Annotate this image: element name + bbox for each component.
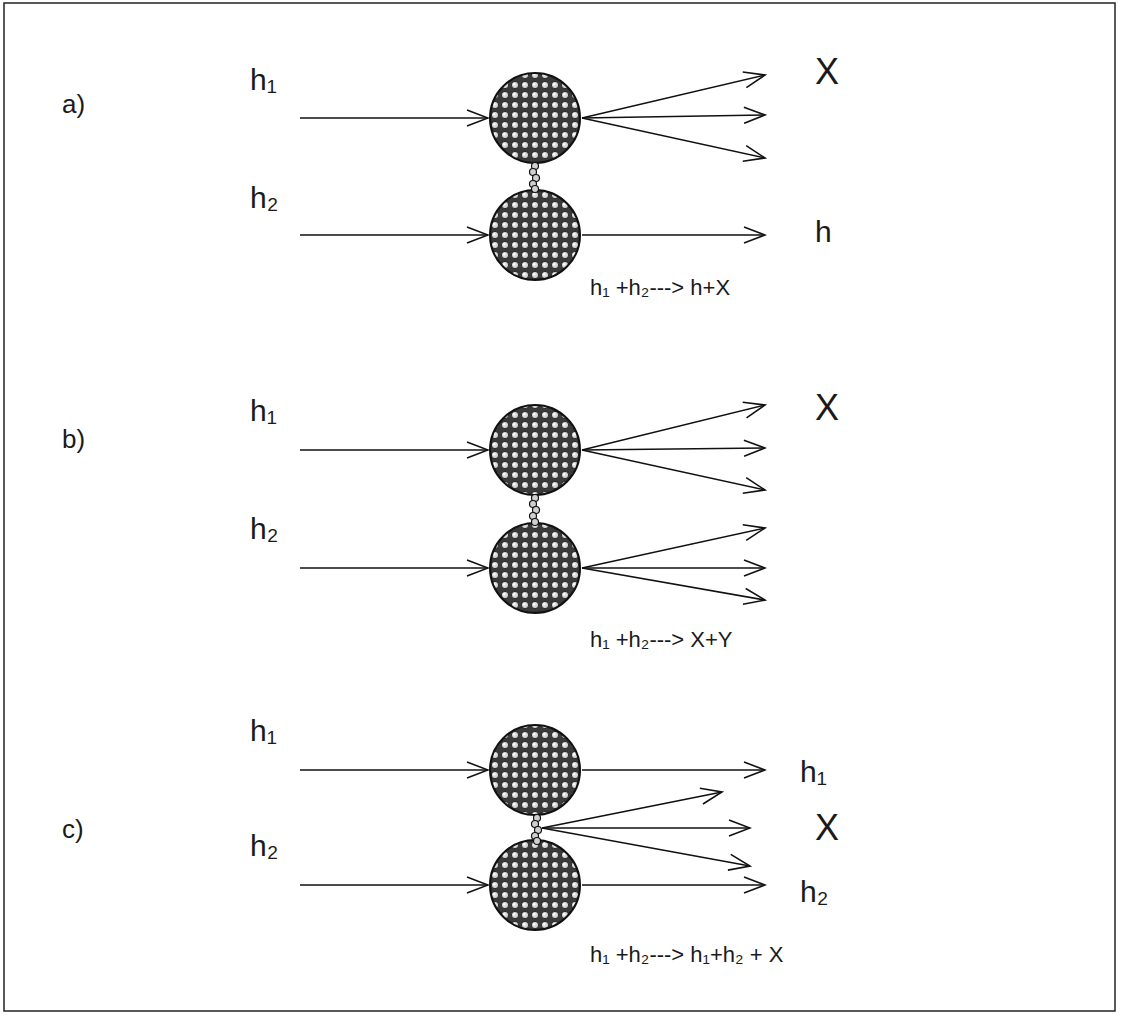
- outgoing-arrow: [582, 884, 765, 886]
- particle-label: h₁: [250, 714, 277, 749]
- reaction-formula: h₁ +h₂---> h+X: [590, 275, 730, 300]
- incoming-arrow: [300, 234, 488, 236]
- particle-label: h: [815, 215, 832, 250]
- outgoing-arrow: [582, 118, 765, 158]
- outgoing-arrow: [582, 528, 765, 568]
- outgoing-arrow: [582, 448, 765, 450]
- particle-label: X: [815, 51, 839, 92]
- outgoing-arrow: [582, 769, 765, 771]
- outgoing-arrow: [542, 827, 750, 829]
- reaction-formula: h₁ +h₂---> X+Y: [590, 627, 733, 652]
- panel-letter: c): [62, 815, 84, 845]
- hadron-blob: [490, 405, 580, 495]
- hadron-blob: [490, 523, 580, 613]
- outgoing-arrow: [582, 234, 765, 236]
- outgoing-arrow: [582, 568, 765, 600]
- outgoing-arrow: [582, 405, 765, 450]
- particle-label: h₂: [250, 181, 278, 216]
- hadron-blob: [490, 73, 580, 163]
- outgoing-arrow: [582, 567, 765, 569]
- particle-label: X: [815, 387, 839, 428]
- incoming-arrow: [300, 117, 488, 119]
- outgoing-arrow: [582, 450, 765, 490]
- hadron-blob: [490, 190, 580, 280]
- particle-label: h₁: [800, 755, 827, 790]
- incoming-arrow: [300, 567, 488, 569]
- frame: [4, 3, 1115, 1011]
- particle-label: X: [815, 807, 839, 848]
- particle-label: h₁: [250, 394, 277, 429]
- panel-letter: b): [62, 425, 85, 455]
- particle-label: h₁: [250, 63, 277, 98]
- reaction-formula: h₁ +h₂---> h₁+h₂ + X: [590, 942, 783, 967]
- outgoing-arrow: [582, 115, 765, 118]
- chain-bead: [534, 838, 541, 845]
- exchange-chain: [530, 163, 542, 845]
- panel-letter: a): [62, 90, 85, 120]
- particle-label: h₂: [250, 829, 278, 864]
- particle-label: h₂: [250, 512, 278, 547]
- incoming-arrow: [300, 884, 488, 886]
- arrows: [300, 75, 765, 885]
- outgoing-arrow: [582, 75, 765, 118]
- chain-bead: [532, 186, 539, 193]
- chain-bead: [532, 519, 539, 526]
- hadron-blobs: [490, 73, 580, 930]
- incoming-arrow: [300, 769, 488, 771]
- hadron-blob: [490, 840, 580, 930]
- particle-label: h₂: [800, 875, 828, 910]
- incoming-arrow: [300, 449, 488, 451]
- hadron-blob: [490, 725, 580, 815]
